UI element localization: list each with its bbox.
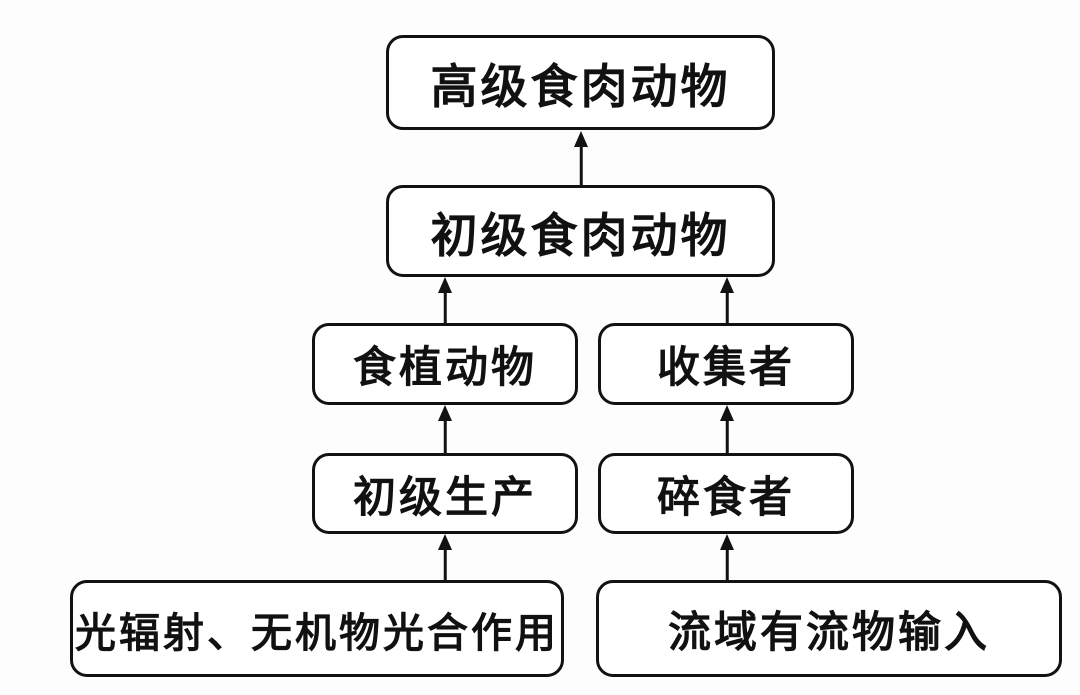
node-shredder-label: 碎食者 bbox=[657, 474, 795, 522]
arrow-up-icon bbox=[719, 534, 735, 580]
arrowhead-icon bbox=[438, 534, 452, 550]
node-collector: 收集者 bbox=[598, 323, 854, 405]
node-primary-carnivore-label: 初级食肉动物 bbox=[430, 210, 731, 263]
arrow-up-icon bbox=[719, 277, 735, 323]
arrow-up-icon bbox=[573, 131, 589, 185]
arrowhead-icon bbox=[574, 131, 588, 147]
arrow-up-icon bbox=[437, 534, 453, 580]
arrow-up-icon bbox=[437, 277, 453, 323]
node-shredder: 碎食者 bbox=[598, 453, 854, 534]
node-top-carnivore: 高级食肉动物 bbox=[386, 35, 775, 130]
node-watershed-input-label: 流域有流物输入 bbox=[668, 609, 990, 657]
arrowhead-icon bbox=[720, 277, 734, 293]
node-light-photosynthesis-input: 光辐射、无机物光合作用 bbox=[70, 580, 564, 677]
arrow-shaft bbox=[443, 543, 447, 580]
arrow-up-icon bbox=[437, 405, 453, 453]
node-watershed-input: 流域有流物输入 bbox=[596, 580, 1062, 677]
arrow-shaft bbox=[443, 286, 447, 323]
node-herbivore-label: 食植动物 bbox=[353, 345, 537, 392]
arrow-shaft bbox=[725, 543, 729, 580]
node-primary-carnivore: 初级食肉动物 bbox=[386, 185, 775, 277]
arrow-shaft bbox=[725, 414, 729, 453]
arrowhead-icon bbox=[438, 277, 452, 293]
node-primary-production-label: 初级生产 bbox=[353, 474, 537, 522]
node-herbivore: 食植动物 bbox=[312, 323, 578, 405]
node-primary-production: 初级生产 bbox=[312, 453, 578, 534]
arrow-shaft bbox=[443, 414, 447, 453]
arrow-up-icon bbox=[719, 405, 735, 453]
arrowhead-icon bbox=[438, 405, 452, 421]
node-top-carnivore-label: 高级食肉动物 bbox=[430, 62, 731, 114]
arrow-shaft bbox=[579, 140, 583, 185]
arrowhead-icon bbox=[720, 534, 734, 550]
arrow-shaft bbox=[725, 286, 729, 323]
node-light-photosynthesis-label: 光辐射、无机物光合作用 bbox=[75, 609, 559, 656]
arrowhead-icon bbox=[720, 405, 734, 421]
node-collector-label: 收集者 bbox=[657, 345, 795, 392]
